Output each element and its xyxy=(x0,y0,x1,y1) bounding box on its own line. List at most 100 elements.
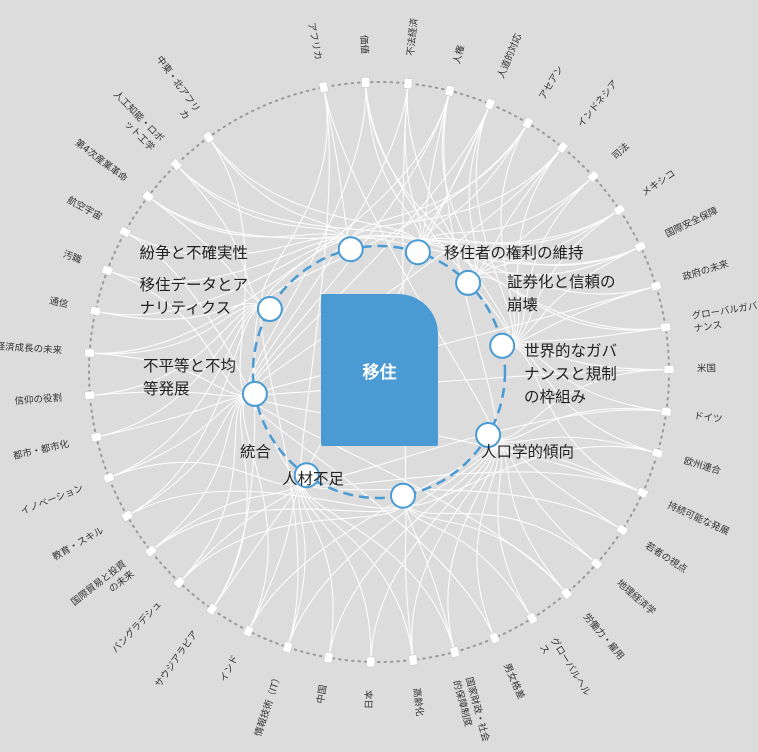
outer-topic-label[interactable]: 価値 xyxy=(358,35,370,55)
outer-topic-node[interactable] xyxy=(587,170,600,183)
outer-topic-node[interactable] xyxy=(84,390,96,400)
outer-topic-node[interactable] xyxy=(144,545,157,557)
inner-topic-node-labor[interactable] xyxy=(390,482,416,509)
outer-topic-node[interactable] xyxy=(522,117,534,130)
outer-topic-node[interactable] xyxy=(636,487,649,499)
connection-link xyxy=(402,495,456,653)
connection-link xyxy=(124,231,352,257)
connection-link xyxy=(467,103,491,284)
connection-link xyxy=(467,209,620,284)
connection-link xyxy=(150,393,255,552)
connection-link xyxy=(487,368,670,440)
connection-link xyxy=(126,393,255,517)
outer-topic-node[interactable] xyxy=(119,226,132,238)
inner-topic-label-securitization[interactable]: 証券化と信頼の 崩壊 xyxy=(507,273,616,314)
connection-link xyxy=(349,147,563,250)
connection-link xyxy=(95,302,271,320)
inner-topic-node-securitization[interactable] xyxy=(455,269,482,296)
outer-topic-node[interactable] xyxy=(242,624,255,638)
connection-link xyxy=(502,209,620,347)
connection-link xyxy=(208,137,352,250)
inner-topic-node-rights[interactable] xyxy=(404,239,431,266)
outer-topic-node[interactable] xyxy=(121,510,134,522)
inner-topic-node-data[interactable] xyxy=(256,296,283,322)
inner-topic-label-governance[interactable]: 世界的なガバ ナンスと規制 の枠組み xyxy=(524,342,618,406)
connection-link xyxy=(179,495,404,583)
connection-link xyxy=(402,495,414,661)
inner-topic-node-integration[interactable] xyxy=(293,462,320,489)
outer-topic-node[interactable] xyxy=(282,641,293,654)
connection-link xyxy=(108,393,255,479)
inner-topic-node-demographic[interactable] xyxy=(475,422,502,448)
outer-topic-node[interactable] xyxy=(613,203,626,216)
inner-topic-label-rights[interactable]: 移住者の権利の維持 xyxy=(444,244,584,262)
outer-topic-node[interactable] xyxy=(560,587,573,600)
outer-topic-node[interactable] xyxy=(660,406,672,417)
outer-topic-node[interactable] xyxy=(659,322,672,333)
connection-link xyxy=(487,434,567,594)
inner-topic-node-governance[interactable] xyxy=(489,332,516,359)
outer-topic-node[interactable] xyxy=(102,472,115,484)
outer-topic-node[interactable] xyxy=(650,280,662,292)
outer-topic-node[interactable] xyxy=(206,603,218,616)
connection-link xyxy=(349,122,529,250)
connection-link xyxy=(175,164,352,250)
outer-topic-node[interactable] xyxy=(202,131,215,144)
outer-topic-node[interactable] xyxy=(173,576,186,589)
inner-topic-label-conflict[interactable]: 紛争と不確実性 xyxy=(139,244,248,262)
connection-link xyxy=(502,326,666,347)
connection-link xyxy=(175,164,420,253)
inner-topic-label-integration[interactable]: 統合 xyxy=(240,443,272,461)
outer-topic-node[interactable] xyxy=(526,612,538,625)
connection-link xyxy=(107,269,255,395)
connection-link xyxy=(487,434,533,619)
connection-link xyxy=(108,306,271,479)
outer-topic-node[interactable] xyxy=(323,651,334,664)
connection-link xyxy=(467,276,666,331)
inner-topic-label-demographic[interactable]: 人口学的傾向 xyxy=(481,443,575,461)
inner-topic-label-inequality[interactable]: 不平等と不均 等発展 xyxy=(142,357,236,398)
outer-topic-label[interactable]: 米国 xyxy=(696,363,717,375)
outer-topic-node[interactable] xyxy=(366,656,376,668)
outer-topic-node[interactable] xyxy=(90,432,103,443)
connection-link xyxy=(248,474,308,632)
outer-topic-node[interactable] xyxy=(634,241,647,253)
outer-topic-node[interactable] xyxy=(663,365,675,374)
inner-topic-label-data[interactable]: 移住データとア ナリティクス xyxy=(139,276,248,317)
connection-link xyxy=(242,393,269,632)
connection-link xyxy=(303,474,456,653)
connection-link xyxy=(441,90,476,284)
connection-link xyxy=(208,137,420,253)
inner-topic-label-labor[interactable]: 人材不足 xyxy=(282,470,345,488)
connection-link xyxy=(417,240,641,266)
connection-link xyxy=(487,407,667,441)
outer-topic-node[interactable] xyxy=(84,348,96,358)
connection-link xyxy=(261,87,328,310)
inner-topic-node-conflict[interactable] xyxy=(337,236,364,263)
connection-link xyxy=(150,474,308,552)
outer-topic-label[interactable]: 日本 xyxy=(363,689,376,710)
outer-topic-node[interactable] xyxy=(101,265,114,276)
outer-topic-node[interactable] xyxy=(444,84,455,97)
outer-topic-node[interactable] xyxy=(89,306,102,317)
outer-topic-node[interactable] xyxy=(361,76,371,88)
outer-topic-node[interactable] xyxy=(318,81,329,94)
outer-topic-node[interactable] xyxy=(489,631,501,644)
outer-topic-node[interactable] xyxy=(590,557,603,570)
outer-topic-node[interactable] xyxy=(651,448,664,459)
outer-topic-node[interactable] xyxy=(142,190,155,203)
outer-topic-node[interactable] xyxy=(449,646,460,658)
outer-topic-node[interactable] xyxy=(484,98,496,111)
outer-topic-node[interactable] xyxy=(556,141,569,154)
inner-topic-node-inequality[interactable] xyxy=(241,380,268,407)
outer-topic-node[interactable] xyxy=(616,524,629,536)
outer-topic-node[interactable] xyxy=(170,158,183,171)
connection-link xyxy=(467,147,563,284)
outer-topic-node[interactable] xyxy=(403,77,413,90)
connection-link xyxy=(107,238,352,283)
outer-topic-node[interactable] xyxy=(408,654,418,666)
connection-link xyxy=(502,344,643,494)
connection-link xyxy=(89,352,255,396)
center-topic-box[interactable]: 移住 xyxy=(321,294,438,446)
